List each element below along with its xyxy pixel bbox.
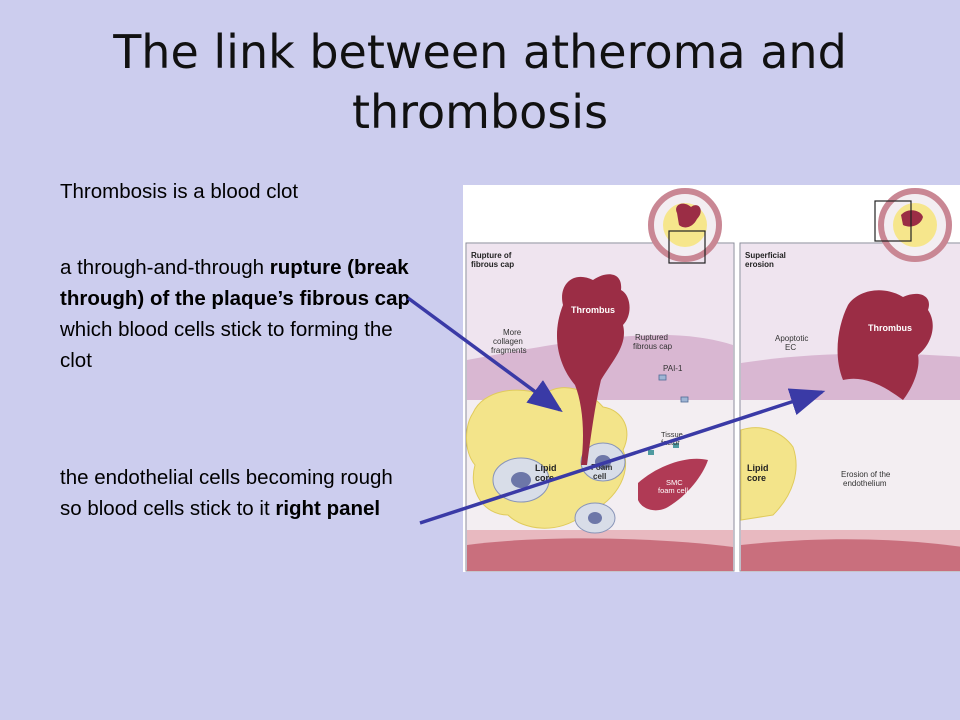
text-run: a through-and-through (60, 256, 270, 279)
heading-line: fibrous cap (471, 260, 514, 269)
heading-line: Superficial (745, 251, 786, 260)
label-line: fibrous cap (633, 342, 673, 351)
pai1-molecule (658, 374, 667, 381)
label-line: Lipid (535, 463, 557, 473)
label-line: EC (785, 343, 796, 352)
label-erosion: Erosion of the endothelium (841, 470, 893, 488)
text-run-bold: rupture (break through) of the plaque’s … (60, 256, 411, 310)
atheroma-figure: Rupture of fibrous cap More collagen fra… (463, 185, 960, 572)
cell-nucleus (588, 512, 602, 524)
tissue-factor-molecule (648, 450, 654, 455)
label-line: foam cell (658, 486, 688, 495)
thrombus-left (556, 274, 630, 465)
text-run: Thrombosis is a blood clot (60, 180, 299, 203)
label-thrombus-left: Thrombus (571, 305, 615, 315)
label-line: Foam (591, 463, 612, 472)
text-block-erosion: the endothelial cells becoming rough so … (60, 462, 410, 524)
right-panel: Superficial erosion Apoptotic EC Thrombu… (739, 188, 960, 572)
text-run: which blood cells stick to forming the c… (60, 318, 393, 372)
vessel-wall (741, 539, 960, 571)
text-run-bold: right panel (275, 497, 381, 520)
label-line: endothelium (843, 479, 887, 488)
vessel-cross-section-right (874, 188, 952, 262)
label-line: More (503, 328, 522, 337)
label-line: Erosion of the (841, 470, 891, 479)
label-pai1: PAI-1 (663, 364, 683, 373)
thrombus-right (837, 290, 933, 400)
heading-line: Rupture of (471, 251, 512, 260)
heading-line: erosion (745, 260, 774, 269)
cell-nucleus (511, 472, 531, 488)
text-block-definition: Thrombosis is a blood clot (60, 176, 410, 207)
slide-title: The link between atheroma and thrombosis (113, 25, 847, 139)
label-line: core (535, 473, 554, 483)
label-line: fragments (491, 346, 527, 355)
label-thrombus-right: Thrombus (868, 323, 912, 333)
label-line: core (747, 473, 766, 483)
left-panel: Rupture of fibrous cap More collagen fra… (465, 188, 735, 572)
label-line: Lipid (747, 463, 769, 473)
text-run: the endothelial cells becoming rough so … (60, 466, 393, 520)
pai1-molecule (680, 396, 689, 403)
label-line: cell (593, 472, 606, 481)
label-line: Apoptotic (775, 334, 808, 343)
label-line: Ruptured (635, 333, 668, 342)
label-line: collagen (493, 337, 523, 346)
label-line: factor (661, 438, 680, 447)
vessel-wall (467, 538, 733, 571)
right-panel-heading: Superficial erosion (745, 251, 788, 269)
vessel-cross-section-left (648, 188, 722, 264)
text-block-rupture: a through-and-through rupture (break thr… (60, 252, 410, 376)
left-panel-heading: Rupture of fibrous cap (471, 251, 514, 269)
label-apoptotic-ec: Apoptotic EC (775, 334, 811, 352)
label-ruptured-cap: Ruptured fibrous cap (633, 333, 673, 351)
